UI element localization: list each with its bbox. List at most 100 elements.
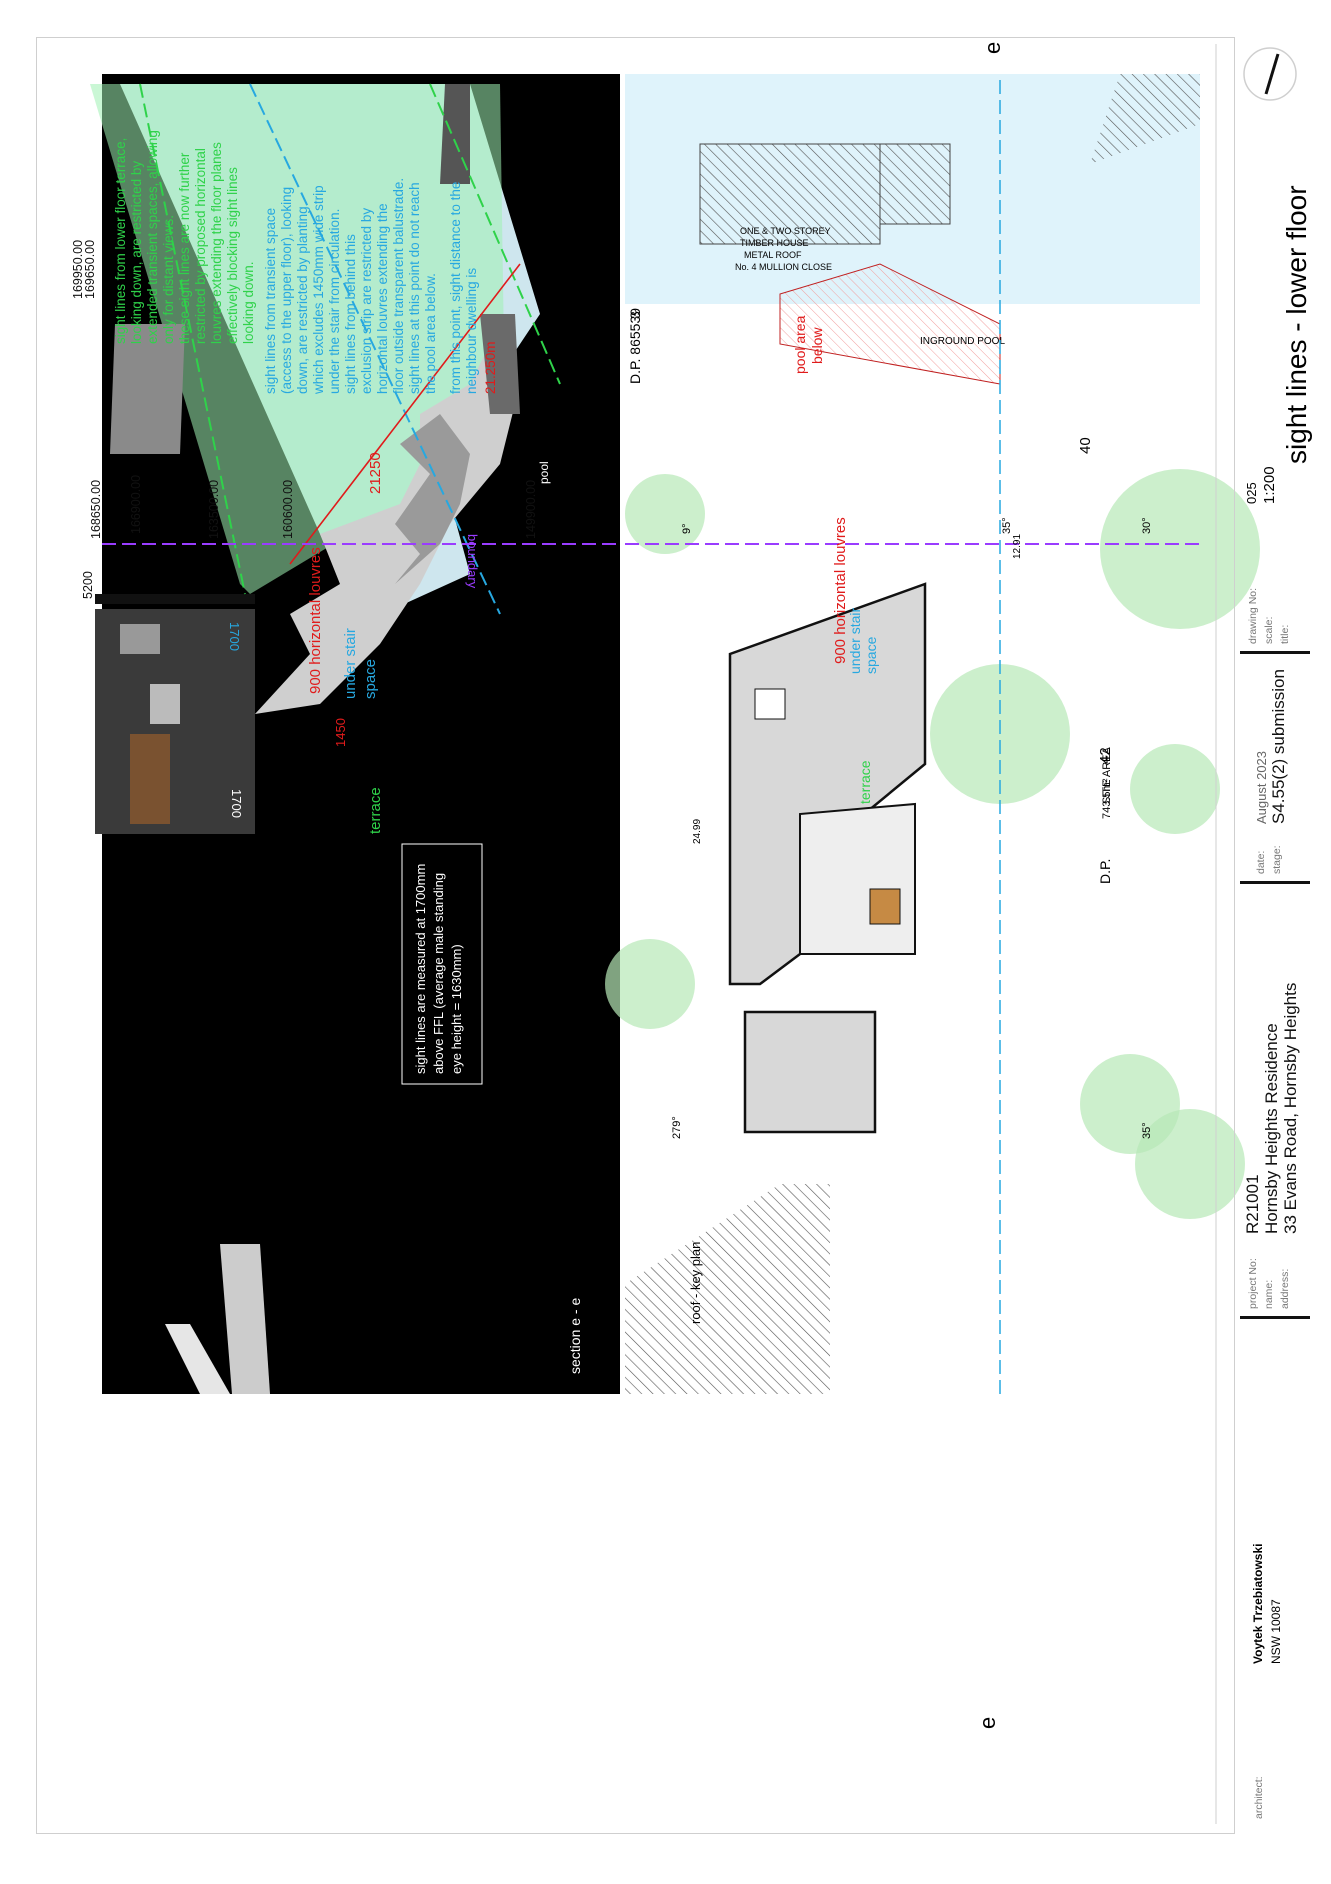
note-line: sight lines at this point do not reach	[407, 182, 422, 394]
architect-name: Voytek Trzebiatowski	[1251, 1544, 1265, 1665]
inground-pool-label: INGROUND POOL	[920, 336, 1005, 347]
note-blue: sight lines from transient space (access…	[263, 178, 498, 395]
neighbour-hatch	[1090, 74, 1200, 164]
note-line: under the stair from circulation.	[327, 209, 342, 394]
pool-mass	[480, 314, 520, 414]
north-arrow	[1243, 47, 1297, 101]
angle: 35°	[1001, 517, 1013, 534]
under-stair-label: under stair	[847, 608, 863, 674]
timber-wall	[130, 734, 170, 824]
red-sight-line	[289, 263, 521, 565]
tree-canopy	[1080, 1054, 1180, 1154]
note-line: sight lines from lower floor terrace,	[113, 138, 128, 344]
green-sight-zone	[90, 84, 505, 594]
measure-note-line: sight lines are measured at 1700mm	[413, 864, 428, 1074]
green-sight-line	[139, 83, 246, 595]
title-block: architect: Voytek Trzebiatowski NSW 1008…	[1215, 44, 1312, 1824]
architect-label: architect:	[1253, 1776, 1265, 1819]
house-label-line: ONE & TWO STOREY	[740, 226, 831, 236]
window	[120, 624, 160, 654]
floor-slab	[95, 594, 255, 604]
level-mark: 149900.00	[524, 480, 538, 539]
note-line: sight lines from transient space	[263, 208, 278, 394]
dimension: 24.99	[692, 819, 703, 844]
tb-separator	[1240, 1316, 1310, 1319]
note-line: (access to the upper floor), looking	[279, 187, 294, 394]
under-stair-line: under stair	[342, 628, 359, 699]
section-e-e: boundary 169950.00 169650.00 168650.00 1…	[71, 74, 620, 1394]
road-mass	[220, 1244, 270, 1394]
note-line: horizontal louvres extending the	[375, 203, 390, 394]
sheet-border	[36, 37, 1235, 1834]
angle: 30°	[1141, 517, 1153, 534]
tree-canopy	[605, 939, 695, 1029]
name-label: name:	[1263, 1280, 1275, 1309]
note-line: sight lines from behind this	[343, 234, 358, 394]
tree-canopy	[1100, 469, 1260, 629]
section-mark-e: e	[980, 42, 1005, 54]
dim-1700: 1700	[229, 789, 244, 818]
louvres-label: 900 horizontal louvres	[832, 517, 849, 664]
lot-40: 40	[1077, 437, 1094, 454]
drawing-no-label: drawing No:	[1247, 588, 1259, 644]
key-plan-label: roof - key plan	[688, 1242, 703, 1324]
drawing-title: sight lines - lower floor	[1281, 185, 1312, 464]
terrain-rock	[395, 414, 470, 584]
note-line: effectively blocking sight lines	[225, 167, 240, 344]
level-mark: 169950.00	[71, 240, 85, 299]
tb-separator	[1240, 651, 1310, 654]
note-line: only for distant views.	[161, 215, 176, 344]
angle: 9°	[681, 523, 693, 534]
tree-canopy	[1130, 744, 1220, 834]
note-line: which excludes 1450mm wide strip	[311, 185, 326, 395]
date-value: August 2023	[1254, 751, 1269, 824]
green-sight-line	[429, 83, 561, 385]
level-mark: 169650.00	[83, 240, 97, 299]
north-arrow-needle	[1264, 53, 1280, 95]
note-line: neighbour dwelling is	[464, 268, 479, 394]
angle: 35°	[1141, 1122, 1153, 1139]
level-mark: 163500.00	[207, 480, 221, 539]
dim-1700: 1700	[227, 622, 242, 651]
angle: 279°	[671, 1116, 683, 1139]
stage-label: stage:	[1271, 845, 1283, 874]
under-stair-label: space	[362, 659, 379, 699]
footpath-mass	[165, 1324, 230, 1394]
plan-stair	[869, 888, 901, 925]
tb-separator	[1240, 881, 1310, 884]
project-no: R21001	[1243, 1174, 1262, 1234]
scale-label: scale:	[1263, 617, 1275, 644]
window	[150, 684, 180, 724]
note-line: extended transient spaces, allowing	[145, 130, 160, 344]
lot-42: 42	[1097, 747, 1114, 764]
measure-note-box	[401, 843, 483, 1085]
neighbour-house-label: ONE & TWO STOREY TIMBER HOUSE METAL ROOF…	[735, 226, 832, 272]
note-line: exclusion strip are restricted by	[359, 208, 374, 394]
pool-area-label: below	[809, 327, 825, 364]
note-line: louvres extending the floor planes	[209, 142, 224, 344]
neighbour-house	[879, 143, 951, 225]
level-mark: 160600.00	[281, 480, 295, 539]
dim-5200: 5200	[81, 571, 95, 599]
measure-note-line: eye height = 1630mm)	[449, 944, 464, 1074]
title-label: title:	[1279, 625, 1291, 644]
scale-value: 1:200	[1261, 466, 1278, 504]
stage-value: S4.55(2) submission	[1269, 669, 1288, 824]
terrace-label: terrace	[857, 760, 873, 804]
lot-3: 3	[627, 311, 643, 319]
drawing-no: 025	[1244, 482, 1259, 504]
section-mark-e: e	[975, 1717, 1000, 1729]
level-mark: 168650.00	[89, 480, 103, 539]
architect-reg: NSW 10087	[1269, 1599, 1283, 1664]
site-area-label: SITE AREA	[1101, 746, 1113, 804]
pool-area-label: pool area	[792, 315, 808, 374]
site-plan: ONE & TWO STOREY TIMBER HOUSE METAL ROOF…	[605, 42, 1260, 1729]
section-label: section e - e	[567, 1298, 583, 1374]
measure-note-line: above FFL (average male standing	[431, 873, 446, 1074]
house-plan	[728, 582, 927, 986]
note-line: these sight lines are now further	[177, 152, 192, 344]
lot-3-dp: D.P. 865539	[627, 308, 643, 384]
note-line: looking down.	[241, 261, 256, 344]
project-name: Hornsby Heights Residence	[1262, 1023, 1281, 1234]
